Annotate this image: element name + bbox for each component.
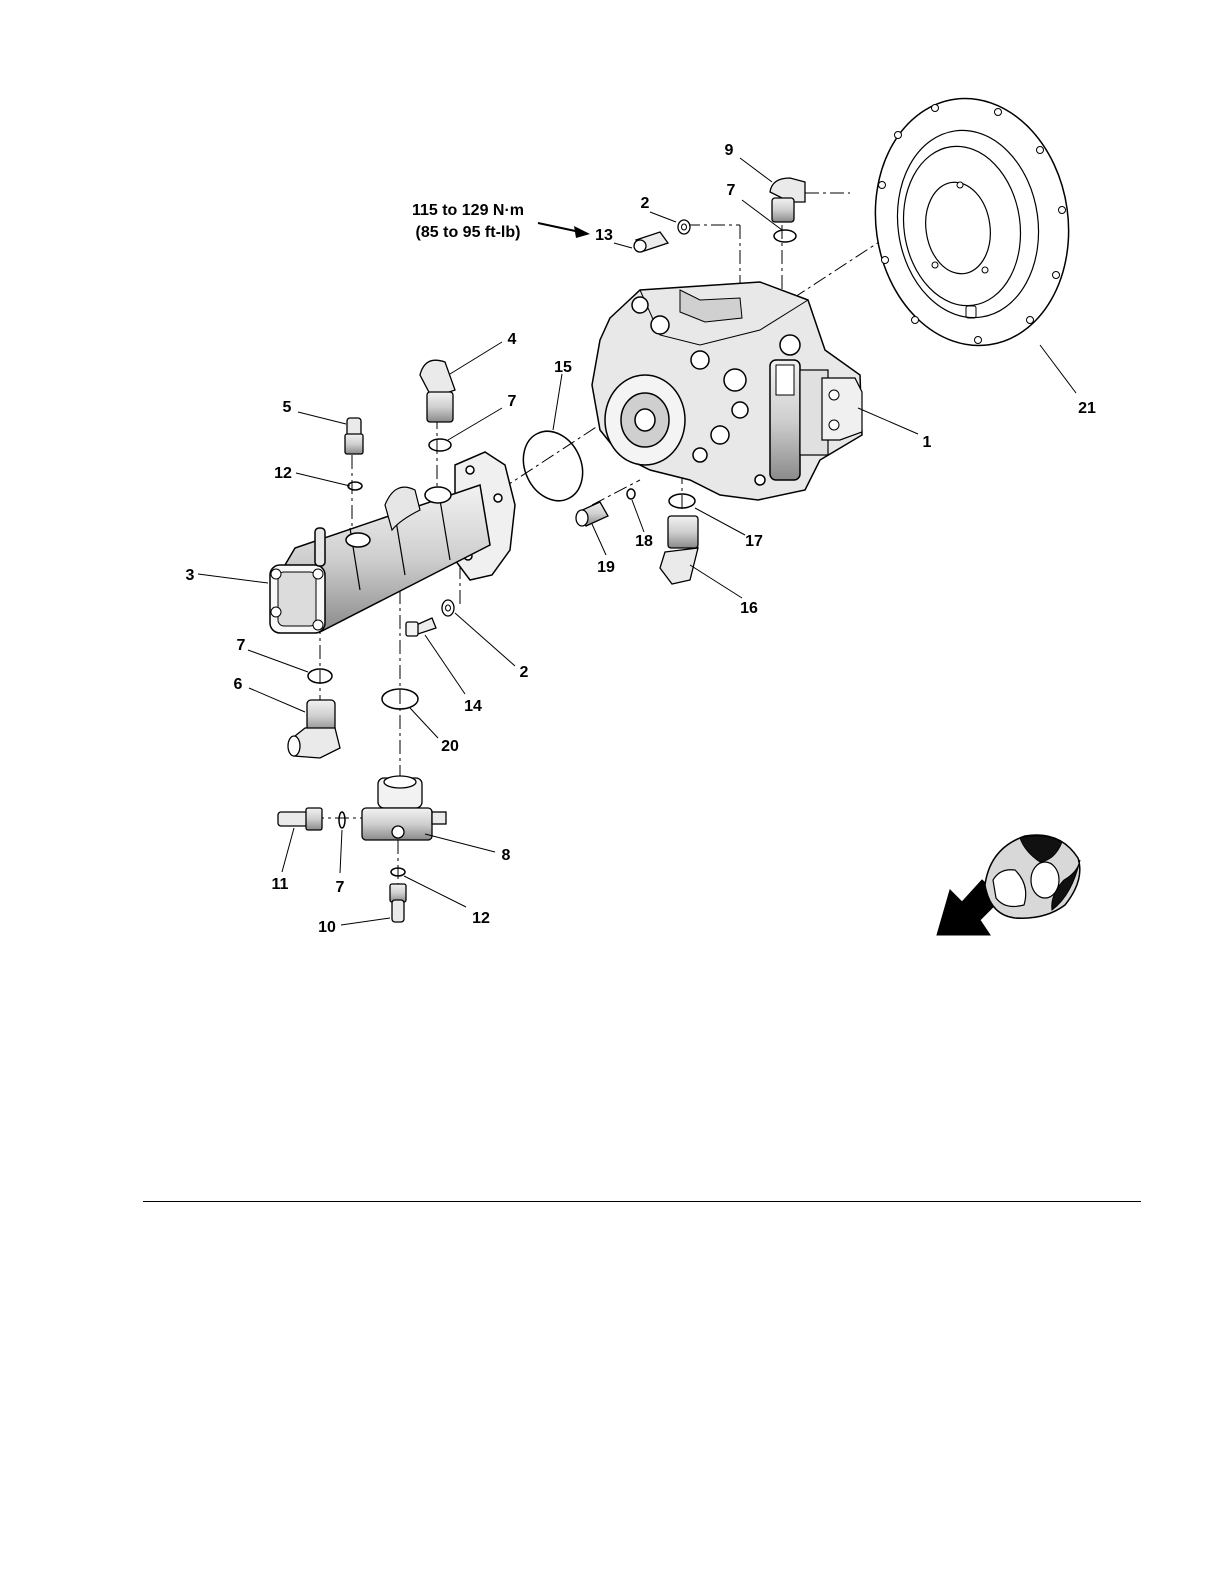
callout-19: 19 [597,559,615,576]
fitting-part-5 [345,418,363,454]
callout-7-top: 7 [727,182,736,199]
fitting-part-6 [288,700,340,758]
callout-10: 10 [318,919,336,936]
callout-1: 1 [923,434,932,451]
o-ring-part-15 [512,422,593,511]
callout-17: 17 [745,533,763,550]
washer-part-2-lower [442,600,454,616]
bolt-part-13 [634,232,668,252]
o-ring-part-18 [627,489,635,499]
callout-7-inlet: 7 [336,879,345,896]
o-ring-part-7-gear [429,439,451,451]
piston-pump-part-1 [592,282,862,500]
torque-arrow-line [538,223,580,232]
torque-note: 115 to 129 N·m (85 to 95 ft-lb) [412,202,590,241]
washer-part-2-top [678,220,690,234]
orientation-arrow-icon [937,835,1080,935]
torque-value-metric: 115 to 129 N·m [412,202,524,219]
callout-18: 18 [635,533,653,550]
callout-2-top: 2 [641,195,650,212]
fitting-part-9 [770,178,805,222]
o-ring-part-7-inlet [339,812,345,828]
callout-9: 9 [725,142,734,159]
callout-8: 8 [502,847,511,864]
gear-pump-part-3 [270,452,515,633]
callout-14: 14 [464,698,482,715]
callout-6: 6 [234,676,243,693]
flange-part-21 [860,86,1085,358]
callout-12-upper: 12 [274,465,292,482]
torque-value-imperial: (85 to 95 ft-lb) [416,224,521,241]
callout-12-lower: 12 [472,910,490,927]
bolt-part-14 [406,618,436,636]
callout-3: 3 [186,567,195,584]
callout-2-lower: 2 [520,664,529,681]
callout-4: 4 [508,331,517,348]
callout-16: 16 [740,600,758,617]
callout-13: 13 [595,227,613,244]
fitting-part-4 [420,360,455,422]
o-ring-part-12-upper [348,482,362,490]
callout-11: 11 [272,876,289,893]
torque-arrow-head [574,226,590,238]
fitting-part-11 [278,808,322,830]
fitting-part-19 [576,502,608,526]
callout-7-gear: 7 [508,393,517,410]
fitting-part-16 [660,516,698,584]
callout-20: 20 [441,738,459,755]
callout-15: 15 [554,359,572,376]
callout-21: 21 [1078,400,1096,417]
callout-7-lower: 7 [237,637,246,654]
callout-5: 5 [283,399,292,416]
fitting-part-10 [390,884,406,922]
page-divider [143,1201,1141,1202]
o-ring-part-7-top [774,230,796,242]
tee-fitting-part-8 [362,776,446,840]
